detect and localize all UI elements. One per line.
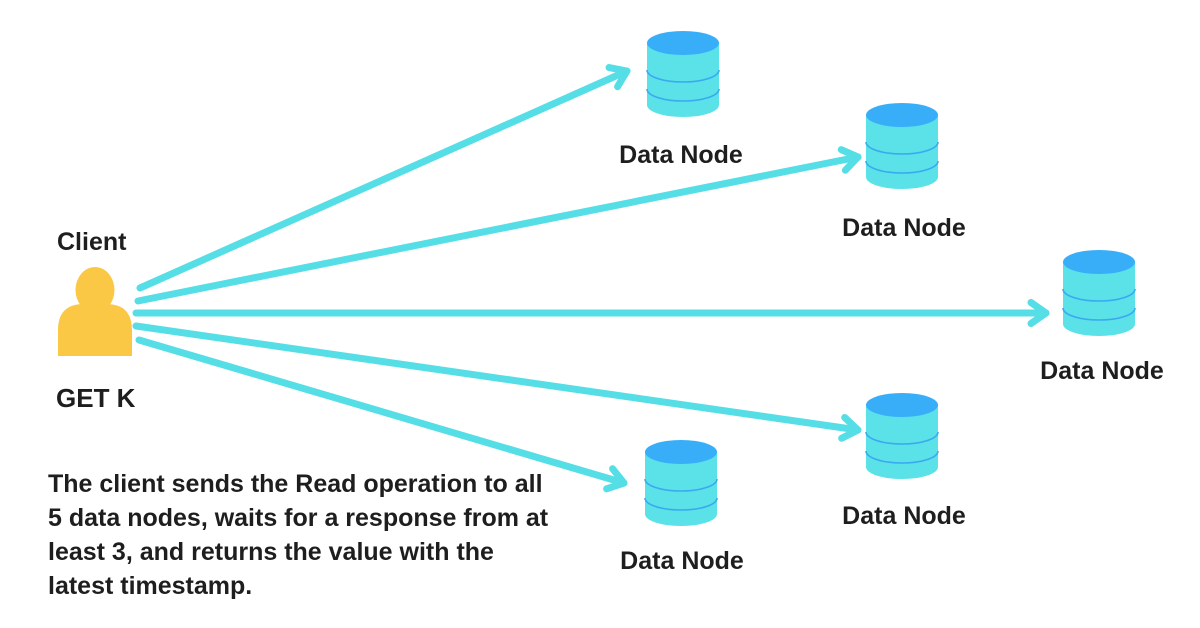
database-icon — [865, 392, 939, 480]
data-node-label-3: Data Node — [1040, 357, 1164, 385]
data-node-label-4: Data Node — [842, 502, 966, 530]
database-icon — [1062, 249, 1136, 337]
description-line: latest timestamp. — [48, 572, 253, 600]
client-label: Client — [57, 228, 127, 256]
read-arrow-4 — [132, 322, 862, 442]
read-arrow-5 — [135, 336, 628, 493]
data-node-label-5: Data Node — [620, 547, 744, 575]
description-line: least 3, and returns the value with the — [48, 538, 494, 566]
database-icon — [865, 102, 939, 190]
data-node-label-1: Data Node — [619, 141, 743, 169]
data-node-label-2: Data Node — [842, 214, 966, 242]
client-operation-label: GET K — [56, 383, 136, 413]
read-arrow-1 — [136, 64, 631, 292]
read-arrow-2 — [134, 146, 862, 305]
database-icon — [644, 439, 718, 527]
person-icon — [58, 267, 132, 356]
description-line: 5 data nodes, waits for a response from … — [48, 504, 549, 532]
description-line: The client sends the Read operation to a… — [48, 470, 543, 498]
description-text: The client sends the Read operation to a… — [48, 467, 548, 603]
database-icon — [646, 30, 720, 118]
